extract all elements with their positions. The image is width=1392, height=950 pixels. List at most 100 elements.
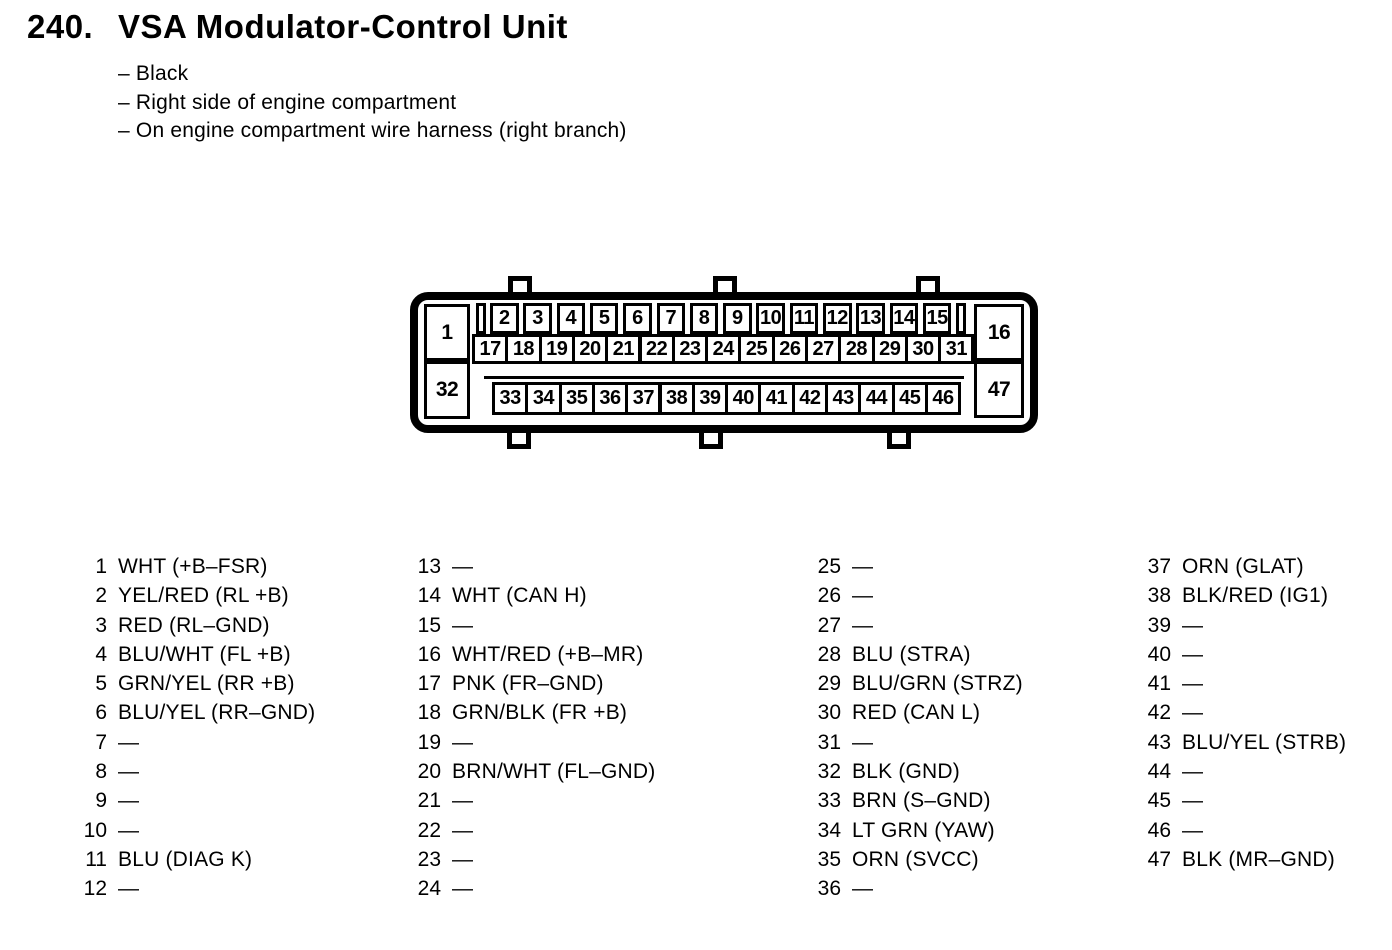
pin-row-23: 23— bbox=[413, 845, 655, 874]
pin-number: 34 bbox=[817, 818, 841, 842]
pin-row-10: 10— bbox=[79, 816, 315, 845]
pin-row-5: 5 GRN/YEL (RR +B) bbox=[79, 669, 315, 698]
pin-row-26: 26 — bbox=[813, 581, 1023, 610]
pin-wire-label: BLU (DIAG K) bbox=[118, 847, 253, 871]
pin-number: 17 bbox=[417, 672, 441, 696]
pin-wire-label: BLK (GND) bbox=[852, 760, 960, 784]
pin-number: 25 bbox=[817, 555, 841, 578]
pin-wire-label: BLK (MR–GND) bbox=[1182, 847, 1335, 871]
pin-wire-label: — bbox=[852, 584, 874, 608]
pin-wire-label: YEL/RED (RL +B) bbox=[118, 584, 289, 608]
connector-pin-34: 34 bbox=[525, 382, 562, 415]
pin-number: 20 bbox=[417, 760, 441, 784]
pin-wire-label: BLU/YEL (STRB) bbox=[1182, 730, 1347, 754]
connector-pin-13: 13 bbox=[856, 303, 885, 334]
connector-mount-tab bbox=[916, 276, 940, 292]
pin-wire-label: BRN (S–GND) bbox=[852, 789, 991, 813]
pin-number: 21 bbox=[417, 789, 441, 813]
pin-number: 33 bbox=[817, 789, 841, 813]
connector-mount-tab bbox=[507, 433, 531, 449]
pin-number: 23 bbox=[417, 847, 441, 871]
pin-number: 7 bbox=[95, 730, 107, 754]
pin-row-15: 15— bbox=[413, 611, 655, 640]
note-color: – Black bbox=[118, 62, 189, 85]
connector-pin-33: 33 bbox=[492, 382, 529, 415]
pin-row-33: 33 BRN (S–GND) bbox=[813, 786, 1023, 815]
connector-pin-22: 22 bbox=[638, 334, 675, 364]
connector-pin-24: 24 bbox=[705, 334, 742, 364]
pin-number: 12 bbox=[83, 877, 107, 901]
pin-wire-label: — bbox=[452, 730, 474, 754]
pin-wire-label: — bbox=[1182, 818, 1204, 842]
connector-pin-47: 47 bbox=[974, 361, 1024, 418]
pin-wire-label: RED (RL–GND) bbox=[118, 613, 270, 637]
pin-wire-label: BLU/WHT (FL +B) bbox=[118, 642, 291, 666]
pin-row-25: 25 — bbox=[813, 552, 1023, 581]
pin-row-39: 39— bbox=[1143, 611, 1346, 640]
pin-number: 22 bbox=[417, 818, 441, 842]
connector-pin-17: 17 bbox=[472, 334, 509, 364]
pin-number: 44 bbox=[1147, 760, 1171, 784]
connector-divider-line bbox=[484, 376, 964, 379]
connector-pin-20: 20 bbox=[571, 334, 609, 364]
pin-row-40: 40— bbox=[1143, 640, 1346, 669]
pin-number: 13 bbox=[417, 555, 441, 578]
location-notes: – Black – Right side of engine compartme… bbox=[118, 60, 627, 146]
connector-pin-11: 11 bbox=[789, 303, 819, 334]
pin-number: 16 bbox=[417, 642, 441, 666]
connector-pin-43: 43 bbox=[825, 382, 862, 415]
pin-wire-label: GRN/YEL (RR +B) bbox=[118, 672, 295, 696]
pin-wire-label: BLK/RED (IG1) bbox=[1182, 584, 1329, 608]
pin-wire-label: RED (CAN L) bbox=[852, 701, 981, 725]
pin-number: 45 bbox=[1147, 789, 1171, 813]
connector-pin-39: 39 bbox=[691, 382, 729, 415]
note-location: – Right side of engine compartment bbox=[118, 90, 457, 114]
pin-number: 46 bbox=[1147, 818, 1171, 842]
pin-wire-label: ORN (SVCC) bbox=[852, 847, 979, 871]
pin-number: 3 bbox=[95, 613, 107, 637]
pin-number: 38 bbox=[1147, 584, 1171, 608]
connector-mount-tab bbox=[887, 433, 911, 449]
connector-pin-6: 6 bbox=[623, 303, 652, 334]
pin-row-19: 19— bbox=[413, 728, 655, 757]
section-number: 240. bbox=[27, 8, 94, 45]
connector-pin-36: 36 bbox=[591, 382, 629, 415]
pin-wire-label: — bbox=[1182, 760, 1204, 784]
pin-row-3: 3 RED (RL–GND) bbox=[79, 611, 315, 640]
connector-pin-12: 12 bbox=[823, 303, 852, 334]
connector-pin-10: 10 bbox=[756, 303, 785, 334]
connector-pin-16: 16 bbox=[974, 304, 1024, 361]
pin-wire-label: — bbox=[452, 555, 474, 578]
pin-number: 26 bbox=[817, 584, 841, 608]
pin-wire-label: — bbox=[1182, 613, 1204, 637]
pin-wire-label: BLU/YEL (RR–GND) bbox=[118, 701, 316, 725]
connector-pin-14: 14 bbox=[889, 303, 919, 334]
pin-number: 5 bbox=[95, 672, 107, 696]
connector-pin-31: 31 bbox=[938, 334, 975, 364]
pin-number: 9 bbox=[95, 789, 107, 813]
pin-wire-label: BLU (STRA) bbox=[852, 642, 971, 666]
connector-pin-3: 3 bbox=[523, 303, 552, 334]
pin-number: 14 bbox=[417, 584, 441, 608]
pin-wire-label: GRN/BLK (FR +B) bbox=[452, 701, 628, 725]
pin-wire-label: — bbox=[452, 613, 474, 637]
connector-pin-32: 32 bbox=[424, 361, 470, 419]
pin-wire-label: — bbox=[852, 555, 874, 578]
pin-number: 41 bbox=[1147, 672, 1171, 696]
pin-wire-label: — bbox=[1182, 642, 1204, 666]
page-title: 240. VSA Modulator-Control Unit bbox=[27, 8, 568, 46]
pin-number: 27 bbox=[817, 613, 841, 637]
pin-row-24: 24— bbox=[413, 874, 655, 903]
connector-blank-cell bbox=[476, 303, 486, 334]
